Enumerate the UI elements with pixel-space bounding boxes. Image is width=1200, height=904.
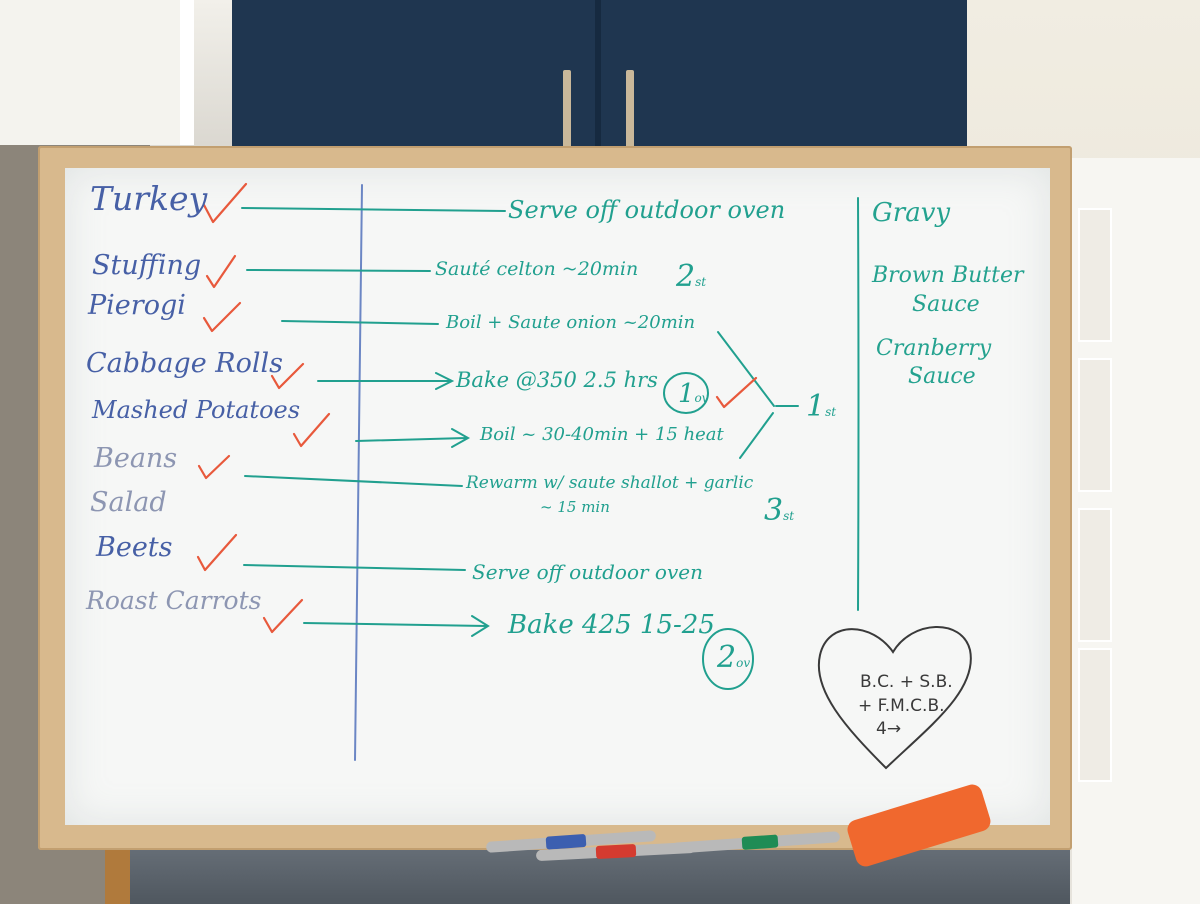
door-pane [1078,208,1112,342]
connector-arrow [317,372,455,390]
check-icon [292,412,331,448]
sauce-brown-butter-sauce: Sauce [912,292,980,317]
sauce-cranberry-sauce: Sauce [908,364,976,389]
door-trim [0,0,194,145]
note-turkey: Serve off outdoor oven [508,196,786,224]
note-beans: Rewarm w/ saute shallot + garlic [466,473,754,493]
note-beets: Serve off outdoor oven [472,560,703,584]
tag-unit: ov [694,391,709,405]
connector-arrow [355,428,471,448]
divider-line-right [857,197,860,611]
cabinet-handle-left [563,70,571,155]
oven-circle [702,628,754,690]
door-pane [1078,508,1112,642]
tag-number: 1 [678,379,695,409]
check-icon [202,182,248,224]
heart-outline [817,626,972,770]
oven-circle [663,372,709,414]
tag-number: 2 [717,640,737,675]
connector-line [246,269,431,272]
heart-line-3: 4→ [876,719,902,739]
tag-unit: st [825,405,837,419]
whiteboard [65,168,1050,825]
note-beans-time: ~ 15 min [540,498,610,516]
food-item-turkey: Turkey [90,179,208,218]
food-item-beets: Beets [96,532,173,563]
tag-unit: ov [736,656,751,670]
door-pane [1078,358,1112,492]
connector-line [241,207,506,212]
tag-beans: 3st [764,496,794,526]
cabinet-handle-right [626,70,634,155]
connector-line [281,320,439,325]
note-pierogi: Boil + Saute onion ~20min [446,312,696,333]
door-pane [1078,648,1112,782]
sauce-brown-butter: Brown Butter [872,263,1024,288]
connector-line [244,475,463,487]
tag-carrots-oven: 2ov [717,643,750,673]
connector-line [243,564,466,571]
check-icon [715,376,758,409]
sauce-gravy: Gravy [872,198,951,228]
heart-line-1: B.C. + S.B. [860,672,953,692]
connector-arrow [303,615,490,637]
tag-stuffing: 2st [676,262,706,292]
tag-cabbage-oven: 1ov [678,381,709,407]
right-door [1068,158,1200,904]
check-icon [270,362,305,390]
food-item-pierogi: Pierogi [88,290,186,321]
note-stuffing: Sauté celton ~20min [435,258,639,280]
food-item-mashed-potatoes: Mashed Potatoes [92,396,301,424]
check-icon [205,254,237,289]
sauce-cranberry: Cranberry [876,336,992,361]
cabinet-gap [595,0,601,160]
tag-number: 2 [676,259,696,294]
check-icon [202,301,242,333]
heart-line-2: + F.M.C.B. [858,696,945,716]
tag-number: 3 [764,493,784,528]
food-item-salad: Salad [90,487,167,518]
note-cabbage-rolls: Bake @350 2.5 hrs [456,368,658,392]
marker-cap [595,843,637,860]
food-item-stuffing: Stuffing [92,250,202,281]
food-item-beans: Beans [94,443,178,474]
check-icon [197,454,231,480]
marker-cap [741,834,779,850]
tag-merge: 1st [806,392,836,422]
note-mashed-potatoes: Boil ~ 30-40min + 15 heat [480,424,724,445]
food-item-roast-carrots: Roast Carrots [86,586,262,615]
check-icon [262,598,304,634]
check-marks [196,182,758,634]
tag-unit: st [783,509,795,523]
divider-line-left [354,184,363,761]
food-item-cabbage-rolls: Cabbage Rolls [86,348,283,379]
merge-bracket [717,331,799,459]
tag-number: 1 [806,389,826,424]
tag-unit: st [695,275,707,289]
note-roast-carrots: Bake 425 15-25 [508,610,715,640]
check-icon [196,533,238,572]
